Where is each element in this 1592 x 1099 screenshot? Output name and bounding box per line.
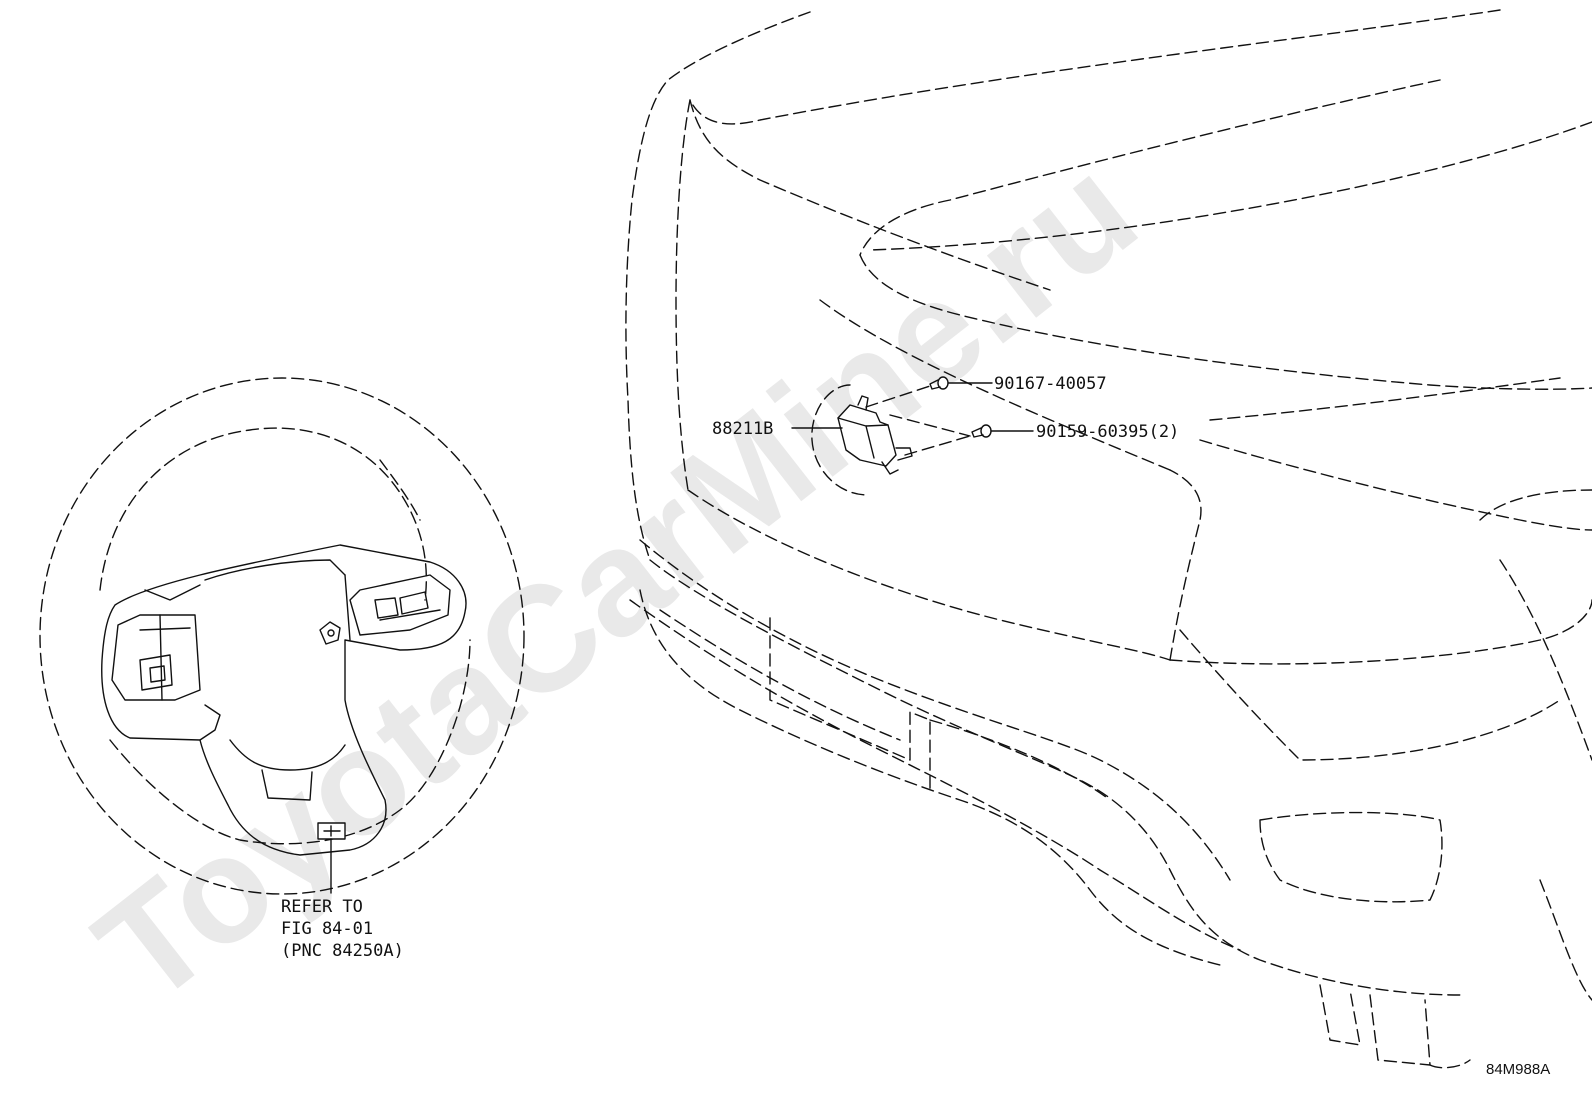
vehicle-front-outline xyxy=(625,9,1592,1069)
sensor-unit-88211b[interactable] xyxy=(811,384,913,496)
label-90159-60395[interactable]: 90159-60395(2) xyxy=(1036,422,1179,442)
steering-wheel xyxy=(39,377,525,895)
reference-line-3: (PNC 84250A) xyxy=(281,941,404,961)
label-88211b[interactable]: 88211B xyxy=(712,419,773,439)
label-90167-40057[interactable]: 90167-40057 xyxy=(994,374,1107,394)
reference-note[interactable]: REFER TO FIG 84-01 (PNC 84250A) xyxy=(281,897,404,961)
reference-line-2: FIG 84-01 xyxy=(281,919,373,939)
bolt-90167-40057[interactable] xyxy=(865,376,993,408)
bolt-90159-60395[interactable] xyxy=(889,414,1034,456)
steering-spoke-switches xyxy=(101,544,467,856)
figure-code: 84M988A xyxy=(1486,1061,1550,1078)
watermark: ToyotaCarMine.ru xyxy=(66,125,1165,1036)
reference-line-1: REFER TO xyxy=(281,897,363,917)
